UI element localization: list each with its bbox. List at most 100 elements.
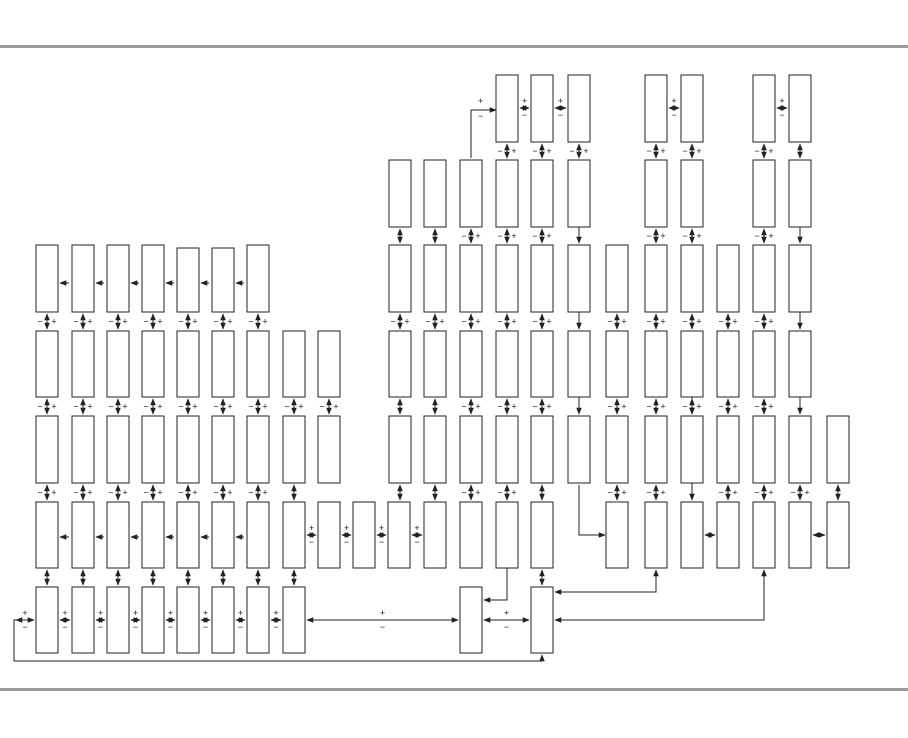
minus-label: − [108,317,113,327]
minus-label: − [607,402,612,412]
plus-label: + [203,608,208,618]
plus-label: + [732,402,737,412]
plus-label: + [660,146,665,156]
plus-label: + [621,317,626,327]
minus-label: − [682,146,687,156]
plus-label: + [546,317,551,327]
menu-box [423,330,447,398]
plus-label: + [22,608,27,618]
menu-box [530,586,554,654]
menu-box [388,244,412,313]
minus-label: − [248,317,253,327]
menu-box [826,415,850,484]
menu-box [211,501,235,569]
plus-label: + [273,608,278,618]
plus-label: + [157,402,162,412]
minus-label: − [98,622,103,632]
menu-box [141,330,165,398]
minus-label: − [532,317,537,327]
minus-label: − [497,317,502,327]
menu-box [246,330,270,398]
minus-label: − [37,488,42,498]
menu-box [459,244,483,313]
menu-box [246,501,270,569]
menu-box [71,330,95,398]
plus-label: + [779,96,784,106]
minus-label: − [569,146,574,156]
minus-label: − [718,317,723,327]
plus-label: + [262,402,267,412]
menu-box [282,586,306,654]
minus-label: − [754,488,759,498]
minus-label: − [682,231,687,241]
minus-label: − [646,317,651,327]
top-rule [0,45,908,48]
minus-label: − [522,110,527,120]
plus-label: + [583,146,588,156]
menu-box [106,586,130,654]
plus-label: + [696,402,701,412]
menu-box [605,501,629,569]
minus-label: − [108,488,113,498]
menu-box [211,247,235,313]
menu-box [35,244,59,313]
bottom-rule [0,688,908,691]
minus-label: − [671,110,676,120]
page-footer-text [0,728,120,738]
plus-label: + [122,402,127,412]
menu-box [716,501,740,569]
minus-label: − [414,537,419,547]
menu-screen-boxes [35,74,850,654]
minus-label: − [248,488,253,498]
menu-box [644,330,668,398]
menu-box [35,586,59,654]
menu-box [106,415,130,484]
menu-box [388,330,412,398]
menu-box [211,330,235,398]
menu-box [752,244,776,313]
plus-label: + [732,488,737,498]
menu-box [716,244,740,313]
menu-box [752,159,776,228]
menu-box [423,415,447,484]
plus-label: + [262,317,267,327]
menu-box [788,415,812,484]
menu-box [317,501,341,569]
minus-label: − [168,622,173,632]
menu-box [605,244,629,313]
minus-label: − [133,622,138,632]
minus-label: − [73,488,78,498]
minus-label: − [607,317,612,327]
plus-label: + [333,402,338,412]
menu-box [826,501,850,569]
menu-box [176,415,200,484]
plus-label: + [227,402,232,412]
plus-label: + [51,402,56,412]
menu-box [530,159,554,228]
plus-label: + [660,488,665,498]
menu-box [495,244,519,313]
menu-box [788,159,812,228]
menu-box [644,74,668,143]
menu-box [752,74,776,143]
menu-box [35,501,59,569]
navigation-connectors: −+−+−+−+−+−+−+−+−+−+−+−+−+−+−+−+−+−+−+−+… [13,96,841,662]
menu-box [141,586,165,654]
minus-label: − [754,146,759,156]
plus-label: + [621,488,626,498]
connector-arrow [470,107,497,158]
plus-label: + [768,488,773,498]
menu-box [644,501,668,569]
menu-box [423,501,447,569]
plus-label: + [546,231,551,241]
minus-label: − [73,402,78,412]
minus-label: − [461,231,466,241]
minus-label: − [646,146,651,156]
plus-label: + [51,488,56,498]
menu-box [282,415,306,484]
plus-label: + [192,317,197,327]
menu-box [211,415,235,484]
plus-label: + [122,488,127,498]
minus-label: − [319,402,324,412]
